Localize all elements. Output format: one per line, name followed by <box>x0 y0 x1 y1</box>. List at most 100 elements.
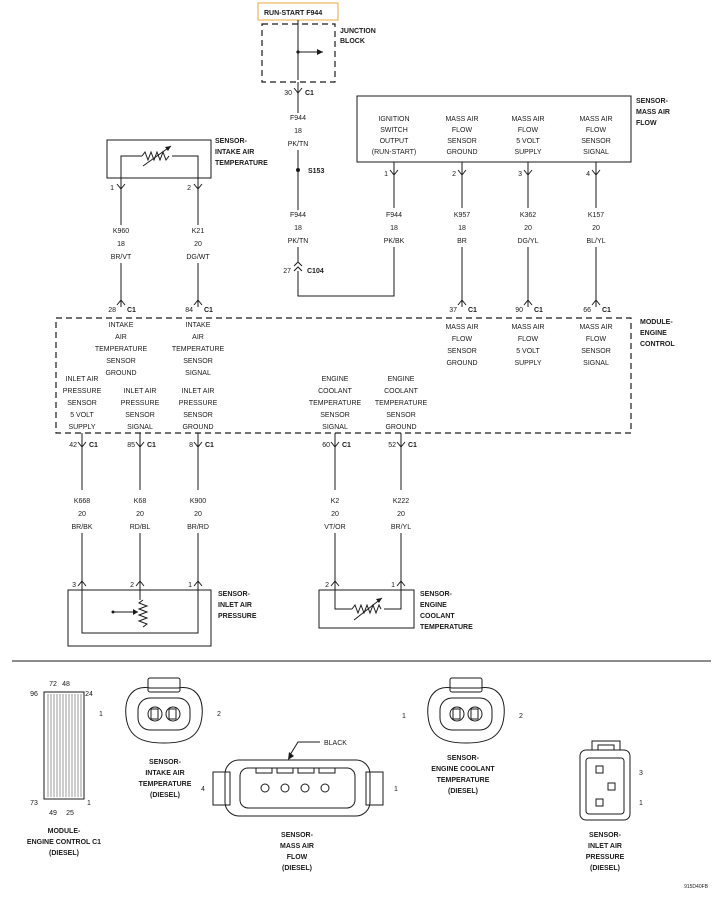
ecm-top-pin-90: 90 C1 <box>515 299 543 314</box>
k957-gauge: 18 <box>458 225 466 232</box>
ecm-pin-37-number: 37 <box>449 307 457 314</box>
ecm-desc-66-2: FLOW <box>586 336 607 343</box>
maf-pin-3-desc-4: SUPPLY <box>514 149 541 156</box>
ecm-desc-28-2: AIR <box>115 334 127 341</box>
k960-color: BR/VT <box>111 254 132 261</box>
ecm-pin-84-conn: C1 <box>204 307 213 314</box>
ecm-pin-66-conn: C1 <box>602 307 611 314</box>
maf-view-label-3: FLOW <box>287 854 308 861</box>
f944a-color: PK/TN <box>288 141 309 148</box>
ecm-c1-side-pin-1: 1 <box>99 711 103 718</box>
ecm-desc-85-4: SIGNAL <box>127 424 153 431</box>
ecm-desc-8-1: INLET AIR <box>182 388 215 395</box>
k957-color: BR <box>457 238 467 245</box>
k21-color: DG/WT <box>186 254 210 261</box>
iat-variable-arrow <box>142 145 172 167</box>
maf-pin-1-desc-1: IGNITION <box>378 116 409 123</box>
ect-connector-view: 1 2 SENSOR- ENGINE COOLANT TEMPERATURE (… <box>402 677 523 795</box>
maf-pin-3-desc-2: FLOW <box>518 127 539 134</box>
maf-pin-2-number: 2 <box>452 171 456 178</box>
ecm-desc-37-4: GROUND <box>446 360 477 367</box>
maf-pin-1-group: IGNITION SWITCH OUTPUT (RUN-START) <box>372 116 416 156</box>
ecm-top-pin-37: 37 C1 <box>449 299 477 314</box>
iat-sensor-box <box>106 139 212 179</box>
iat-view-label-1: SENSOR- <box>149 759 182 766</box>
splice-dot <box>296 168 300 172</box>
iap-pin-3-number: 3 <box>72 582 76 589</box>
k157-circuit: K157 <box>588 212 604 219</box>
k68-gauge: 20 <box>136 511 144 518</box>
ecm-pin-8-conn: C1 <box>205 442 214 449</box>
iat-resistor <box>141 150 170 162</box>
ecm-pin-37-conn: C1 <box>468 307 477 314</box>
ecm-desc-85: INLET AIR PRESSURE SENSOR SIGNAL <box>121 388 160 431</box>
iat-pin-1-fork <box>116 178 126 225</box>
k68-color: RD/BL <box>130 524 151 531</box>
iat-internal-wire <box>120 155 199 178</box>
junction-arrow-icon <box>317 49 323 55</box>
k668-circuit: K668 <box>74 498 90 505</box>
ect-label-2: ENGINE <box>420 602 447 609</box>
ecm-pin-60-conn: C1 <box>342 442 351 449</box>
ecm-c1-pin-24: 24 <box>85 691 93 698</box>
ect-label-4: TEMPERATURE <box>420 624 473 631</box>
ecm-desc-60-3: TEMPERATURE <box>309 400 362 407</box>
ecm-bottom-pin-85: 85 C1 <box>127 433 156 490</box>
junction-node-dot <box>296 50 300 54</box>
ect-sensor-box <box>318 589 415 629</box>
ecm-desc-90-1: MASS AIR <box>511 324 544 331</box>
k157-gauge: 20 <box>592 225 600 232</box>
ect-label-1: SENSOR- <box>420 591 453 598</box>
ecm-pin-84-number: 84 <box>185 307 193 314</box>
f944c-color: PK/BK <box>384 238 405 245</box>
ecm-desc-90-2: FLOW <box>518 336 539 343</box>
maf-pin-1-desc-4: (RUN-START) <box>372 149 416 156</box>
ecm-bottom-pin-8: 8 C1 <box>189 433 214 490</box>
ecm-bottom-pin-42: 42 C1 <box>69 433 98 490</box>
ecm-desc-8-4: GROUND <box>182 424 213 431</box>
f944c-gauge: 18 <box>390 225 398 232</box>
iat-pin-1-number: 1 <box>110 185 114 192</box>
k222-circuit: K222 <box>393 498 409 505</box>
ecm-desc-66-4: SIGNAL <box>583 360 609 367</box>
maf-pin-1-desc-2: SWITCH <box>380 127 408 134</box>
ecm-desc-28-3: TEMPERATURE <box>95 346 148 353</box>
k362-gauge: 20 <box>524 225 532 232</box>
k2-color: VT/OR <box>324 524 345 531</box>
maf-pin-4-number: 4 <box>586 171 590 178</box>
ecm-top-pin-84: 84 C1 <box>185 299 213 314</box>
ecm-c1-pin-48: 48 <box>62 681 70 688</box>
iap-view-label-1: SENSOR- <box>589 832 622 839</box>
k960-circuit: K960 <box>113 228 129 235</box>
iat-view-label-2: INTAKE AIR <box>145 770 184 777</box>
ect-view-label-1: SENSOR- <box>447 755 480 762</box>
ecm-bottom-pin-60: 60 C1 <box>322 433 351 490</box>
ecm-pin-28-number: 28 <box>108 307 116 314</box>
maf-pin-2-group: MASS AIR FLOW SENSOR GROUND <box>445 116 478 156</box>
maf-pin-1-number: 1 <box>384 171 388 178</box>
ecm-c1-pin-73: 73 <box>30 800 38 807</box>
ecm-desc-66: MASS AIR FLOW SENSOR SIGNAL <box>579 324 612 367</box>
iat-label-1: SENSOR- <box>215 138 248 145</box>
ecm-desc-52-1: ENGINE <box>388 376 415 383</box>
junction-block-label-2: BLOCK <box>340 38 365 45</box>
ecm-c1-pin-96: 96 <box>30 691 38 698</box>
black-leader-line <box>289 741 320 756</box>
maf-pin-4-fork <box>591 162 601 208</box>
iap-view-pin-1: 1 <box>639 800 643 807</box>
k362-color: DG/YL <box>517 238 538 245</box>
iap-view-label-2: INLET AIR <box>588 843 622 850</box>
k2-circuit: K2 <box>331 498 340 505</box>
maf-sensor-box <box>356 95 632 163</box>
ecm-desc-60-2: COOLANT <box>318 388 353 395</box>
ecm-top-pin-28: 28 C1 <box>108 299 136 314</box>
maf-view-label-2: MASS AIR <box>280 843 314 850</box>
k21-gauge: 20 <box>194 241 202 248</box>
f944a-circuit: F944 <box>290 115 306 122</box>
iat-pin-2-number: 2 <box>187 185 191 192</box>
k900-circuit: K900 <box>190 498 206 505</box>
splice-label: S153 <box>308 168 324 175</box>
ect-pin-2-number: 2 <box>325 582 329 589</box>
